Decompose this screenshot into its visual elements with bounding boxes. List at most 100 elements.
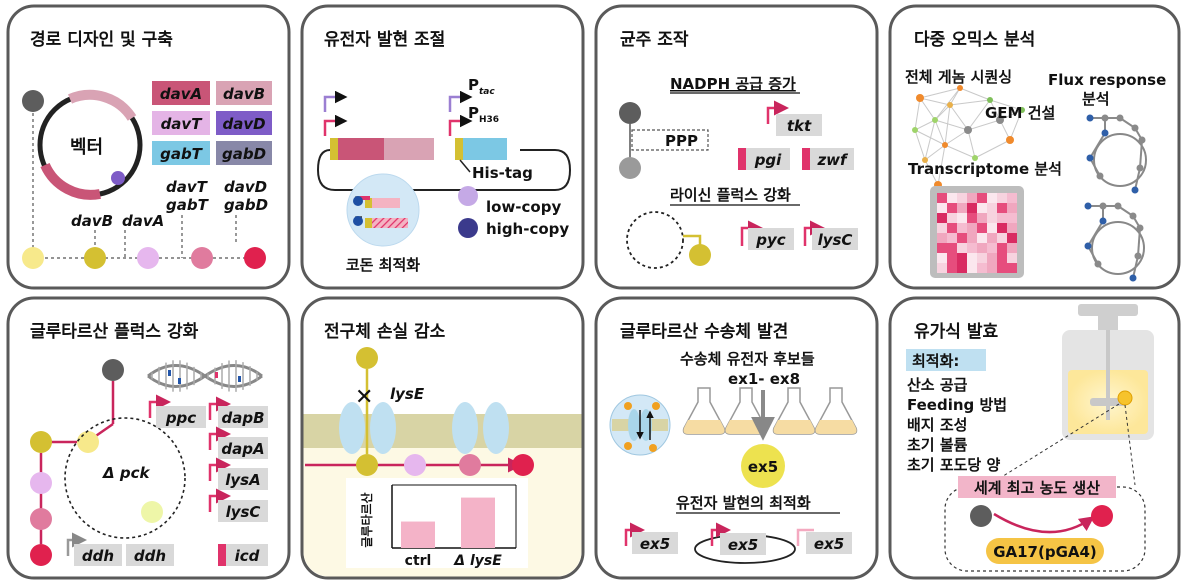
flux-label-2: 분석 xyxy=(1082,90,1110,108)
panel-title: 경로 디자인 및 구축 xyxy=(30,30,173,50)
metabolite-node xyxy=(30,431,52,453)
network-edge xyxy=(949,87,961,106)
gene-label: ex5 xyxy=(814,535,844,553)
cell-highlight-dot xyxy=(1117,390,1133,406)
heatmap-cell xyxy=(967,223,977,233)
flux-label-1: Flux response xyxy=(1048,71,1166,89)
heatmap-cell xyxy=(977,263,987,273)
network-node xyxy=(947,102,953,108)
heatmap-cell xyxy=(977,233,987,243)
heatmap-cell xyxy=(967,233,977,243)
bar-0 xyxy=(401,521,435,548)
his-tag-pointer xyxy=(459,159,471,173)
flux-node xyxy=(1131,186,1139,194)
heatmap-cell xyxy=(1007,223,1017,233)
heatmap-cell xyxy=(997,193,1007,203)
gene-label: tkt xyxy=(787,117,812,135)
heatmap-cell xyxy=(1007,253,1017,263)
flux-node xyxy=(1129,274,1137,282)
metabolite-node xyxy=(689,244,711,266)
flux-cycle xyxy=(1091,221,1145,275)
gene-box xyxy=(74,544,122,566)
flux-node xyxy=(1114,202,1122,210)
gene-block xyxy=(384,138,434,160)
flux-node xyxy=(1094,260,1102,268)
chart-background xyxy=(346,478,528,568)
heatmap-cell xyxy=(947,233,957,243)
heatmap-cell xyxy=(957,213,967,223)
heatmap-cell xyxy=(967,193,977,203)
panel-frame xyxy=(6,4,291,290)
gene-label: davB xyxy=(71,212,113,230)
gene-label: gabT xyxy=(166,196,210,214)
codon-optimization xyxy=(346,173,420,247)
gene-label: gabT xyxy=(160,145,204,163)
rbs-block xyxy=(218,544,226,566)
plasmid-ori xyxy=(111,171,125,185)
heatmap-cell xyxy=(957,243,967,253)
vector-label: 벡터 xyxy=(70,137,103,158)
metabolite-node xyxy=(459,454,481,476)
metabolite-node xyxy=(191,247,213,269)
gene-label: davA xyxy=(160,85,202,103)
heatmap-cell xyxy=(987,253,997,263)
flux-edge xyxy=(1087,220,1104,247)
candidates-label: 수송체 유전자 후보들 xyxy=(680,350,815,368)
heatmap-cell xyxy=(937,233,947,243)
network-edge xyxy=(959,87,991,101)
network-edge xyxy=(967,129,976,159)
flux-node xyxy=(1136,224,1144,232)
heatmap-cell xyxy=(987,223,997,233)
flux-network-icon xyxy=(1086,114,1147,194)
heatmap-cell xyxy=(1007,213,1017,223)
network-edge xyxy=(937,144,946,186)
flux-node xyxy=(1099,202,1107,210)
heatmap-cell xyxy=(997,223,1007,233)
flux-node xyxy=(1138,136,1146,144)
promoter-tac: Ptac xyxy=(468,76,495,97)
network-edge xyxy=(949,104,969,131)
bioreactor-icon xyxy=(1062,304,1154,440)
panel-glutarate-flux: 글루타르산 플럭스 강화 Δ pck ppc dapB xyxy=(6,296,291,580)
gene-label: davD xyxy=(224,178,267,196)
metabolite-node xyxy=(141,501,163,523)
network-edge xyxy=(999,109,1023,121)
winner-node xyxy=(741,444,785,488)
metabolite-node xyxy=(84,247,106,269)
gene-box xyxy=(746,148,790,170)
flux-node xyxy=(1101,129,1109,137)
metabolite-node xyxy=(22,247,44,269)
his-tag-label: His-tag xyxy=(472,164,533,182)
heatmap xyxy=(937,193,1017,273)
pathway-1: davB davA davT gabT davD gabD xyxy=(22,90,268,269)
gene-label: lysC xyxy=(818,231,853,249)
metabolite-node xyxy=(77,431,99,453)
gene-label: ex5 xyxy=(728,536,758,554)
heatmap-cell xyxy=(947,263,957,273)
heatmap-cell xyxy=(977,243,987,253)
network-edge xyxy=(919,87,961,99)
panel-title: 글루타르산 플럭스 강화 xyxy=(30,322,199,342)
low-copy-label: low-copy xyxy=(486,198,561,216)
heatmap-cell xyxy=(937,253,947,263)
heatmap-cell xyxy=(957,223,967,233)
metabolite-node xyxy=(356,454,378,476)
rbs-block xyxy=(455,138,463,160)
transporter-protein xyxy=(483,402,509,454)
flux-node xyxy=(1084,242,1092,250)
genome-label: 전체 게놈 시퀀싱 xyxy=(905,68,1012,86)
network-node xyxy=(1019,107,1025,113)
network-edge xyxy=(924,119,936,161)
network-edge xyxy=(989,99,1023,111)
network-node xyxy=(987,97,993,103)
flux-cycle xyxy=(1093,133,1147,187)
range-label: ex1- ex8 xyxy=(728,370,800,388)
record-banner xyxy=(958,476,1116,498)
network-node xyxy=(964,126,972,134)
ppp-label: PPP xyxy=(665,132,698,150)
gene-label: davD xyxy=(222,115,265,133)
tca-cycle xyxy=(64,417,186,539)
heatmap-cell xyxy=(937,223,947,233)
gene-box xyxy=(776,114,822,136)
